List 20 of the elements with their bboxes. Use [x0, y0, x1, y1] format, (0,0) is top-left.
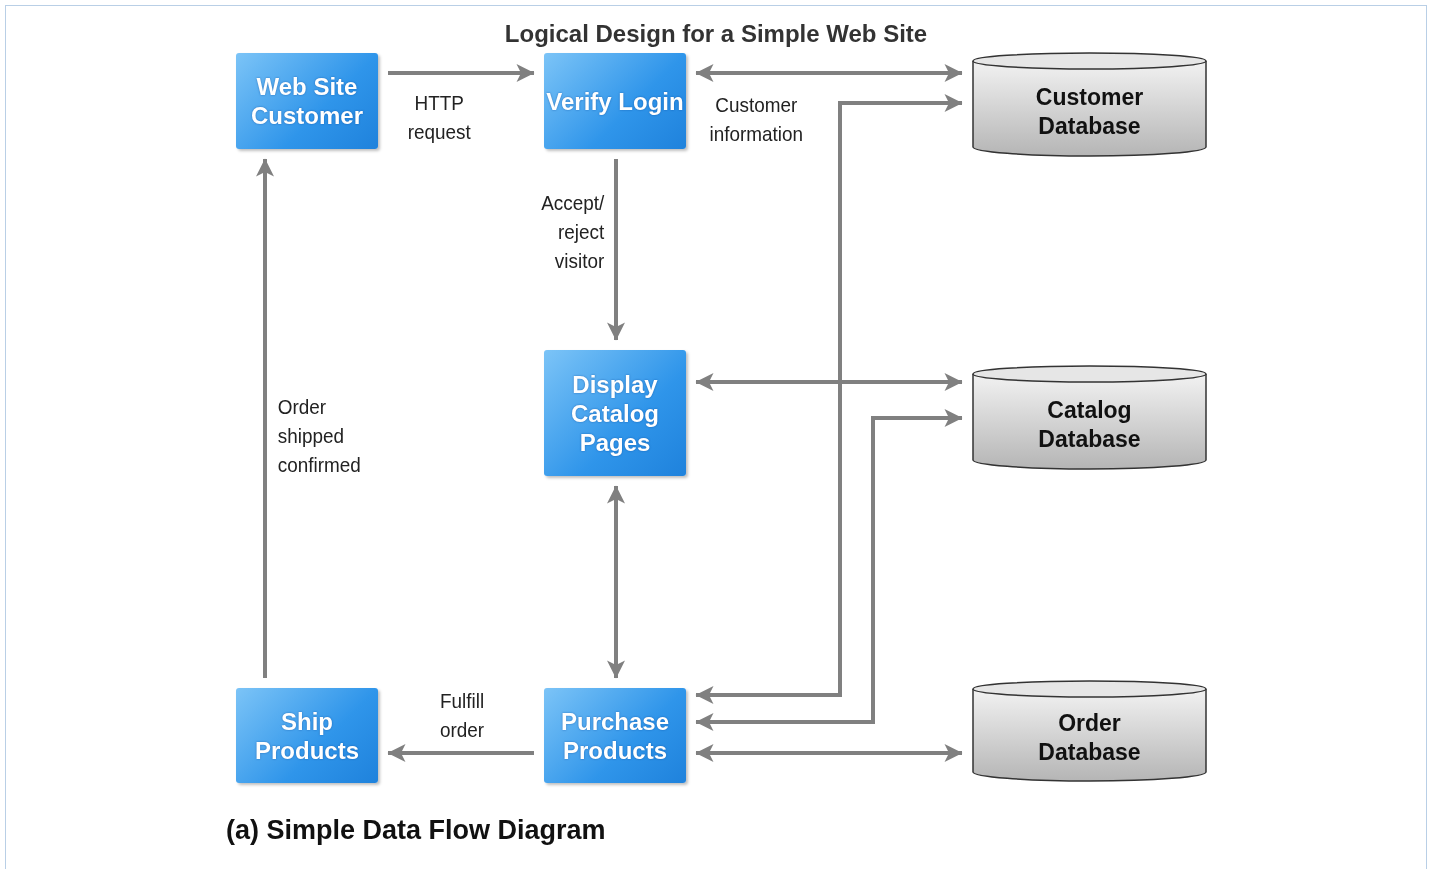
process-box: Ship Products [236, 688, 378, 783]
process-box: Web Site Customer [236, 53, 378, 149]
arrow [695, 64, 963, 82]
process-box: Purchase Products [544, 688, 686, 783]
arrow [388, 64, 535, 82]
arrow [695, 94, 963, 704]
arrow [695, 744, 963, 762]
arrow [387, 744, 534, 762]
arrow [607, 485, 625, 679]
diagram-title: Logical Design for a Simple Web Site [503, 20, 929, 48]
process-box: Display Catalog Pages [544, 350, 686, 476]
arrow [256, 158, 274, 678]
database-cylinder: Catalog Database [972, 365, 1207, 470]
diagram-caption: (a) Simple Data Flow Diagram [226, 815, 606, 846]
database-cylinder: Customer Database [972, 52, 1207, 157]
arrow [695, 409, 963, 731]
arrow [607, 159, 625, 341]
database-cylinder: Order Database [972, 680, 1207, 782]
arrow [695, 373, 963, 391]
process-box: Verify Login [544, 53, 686, 149]
